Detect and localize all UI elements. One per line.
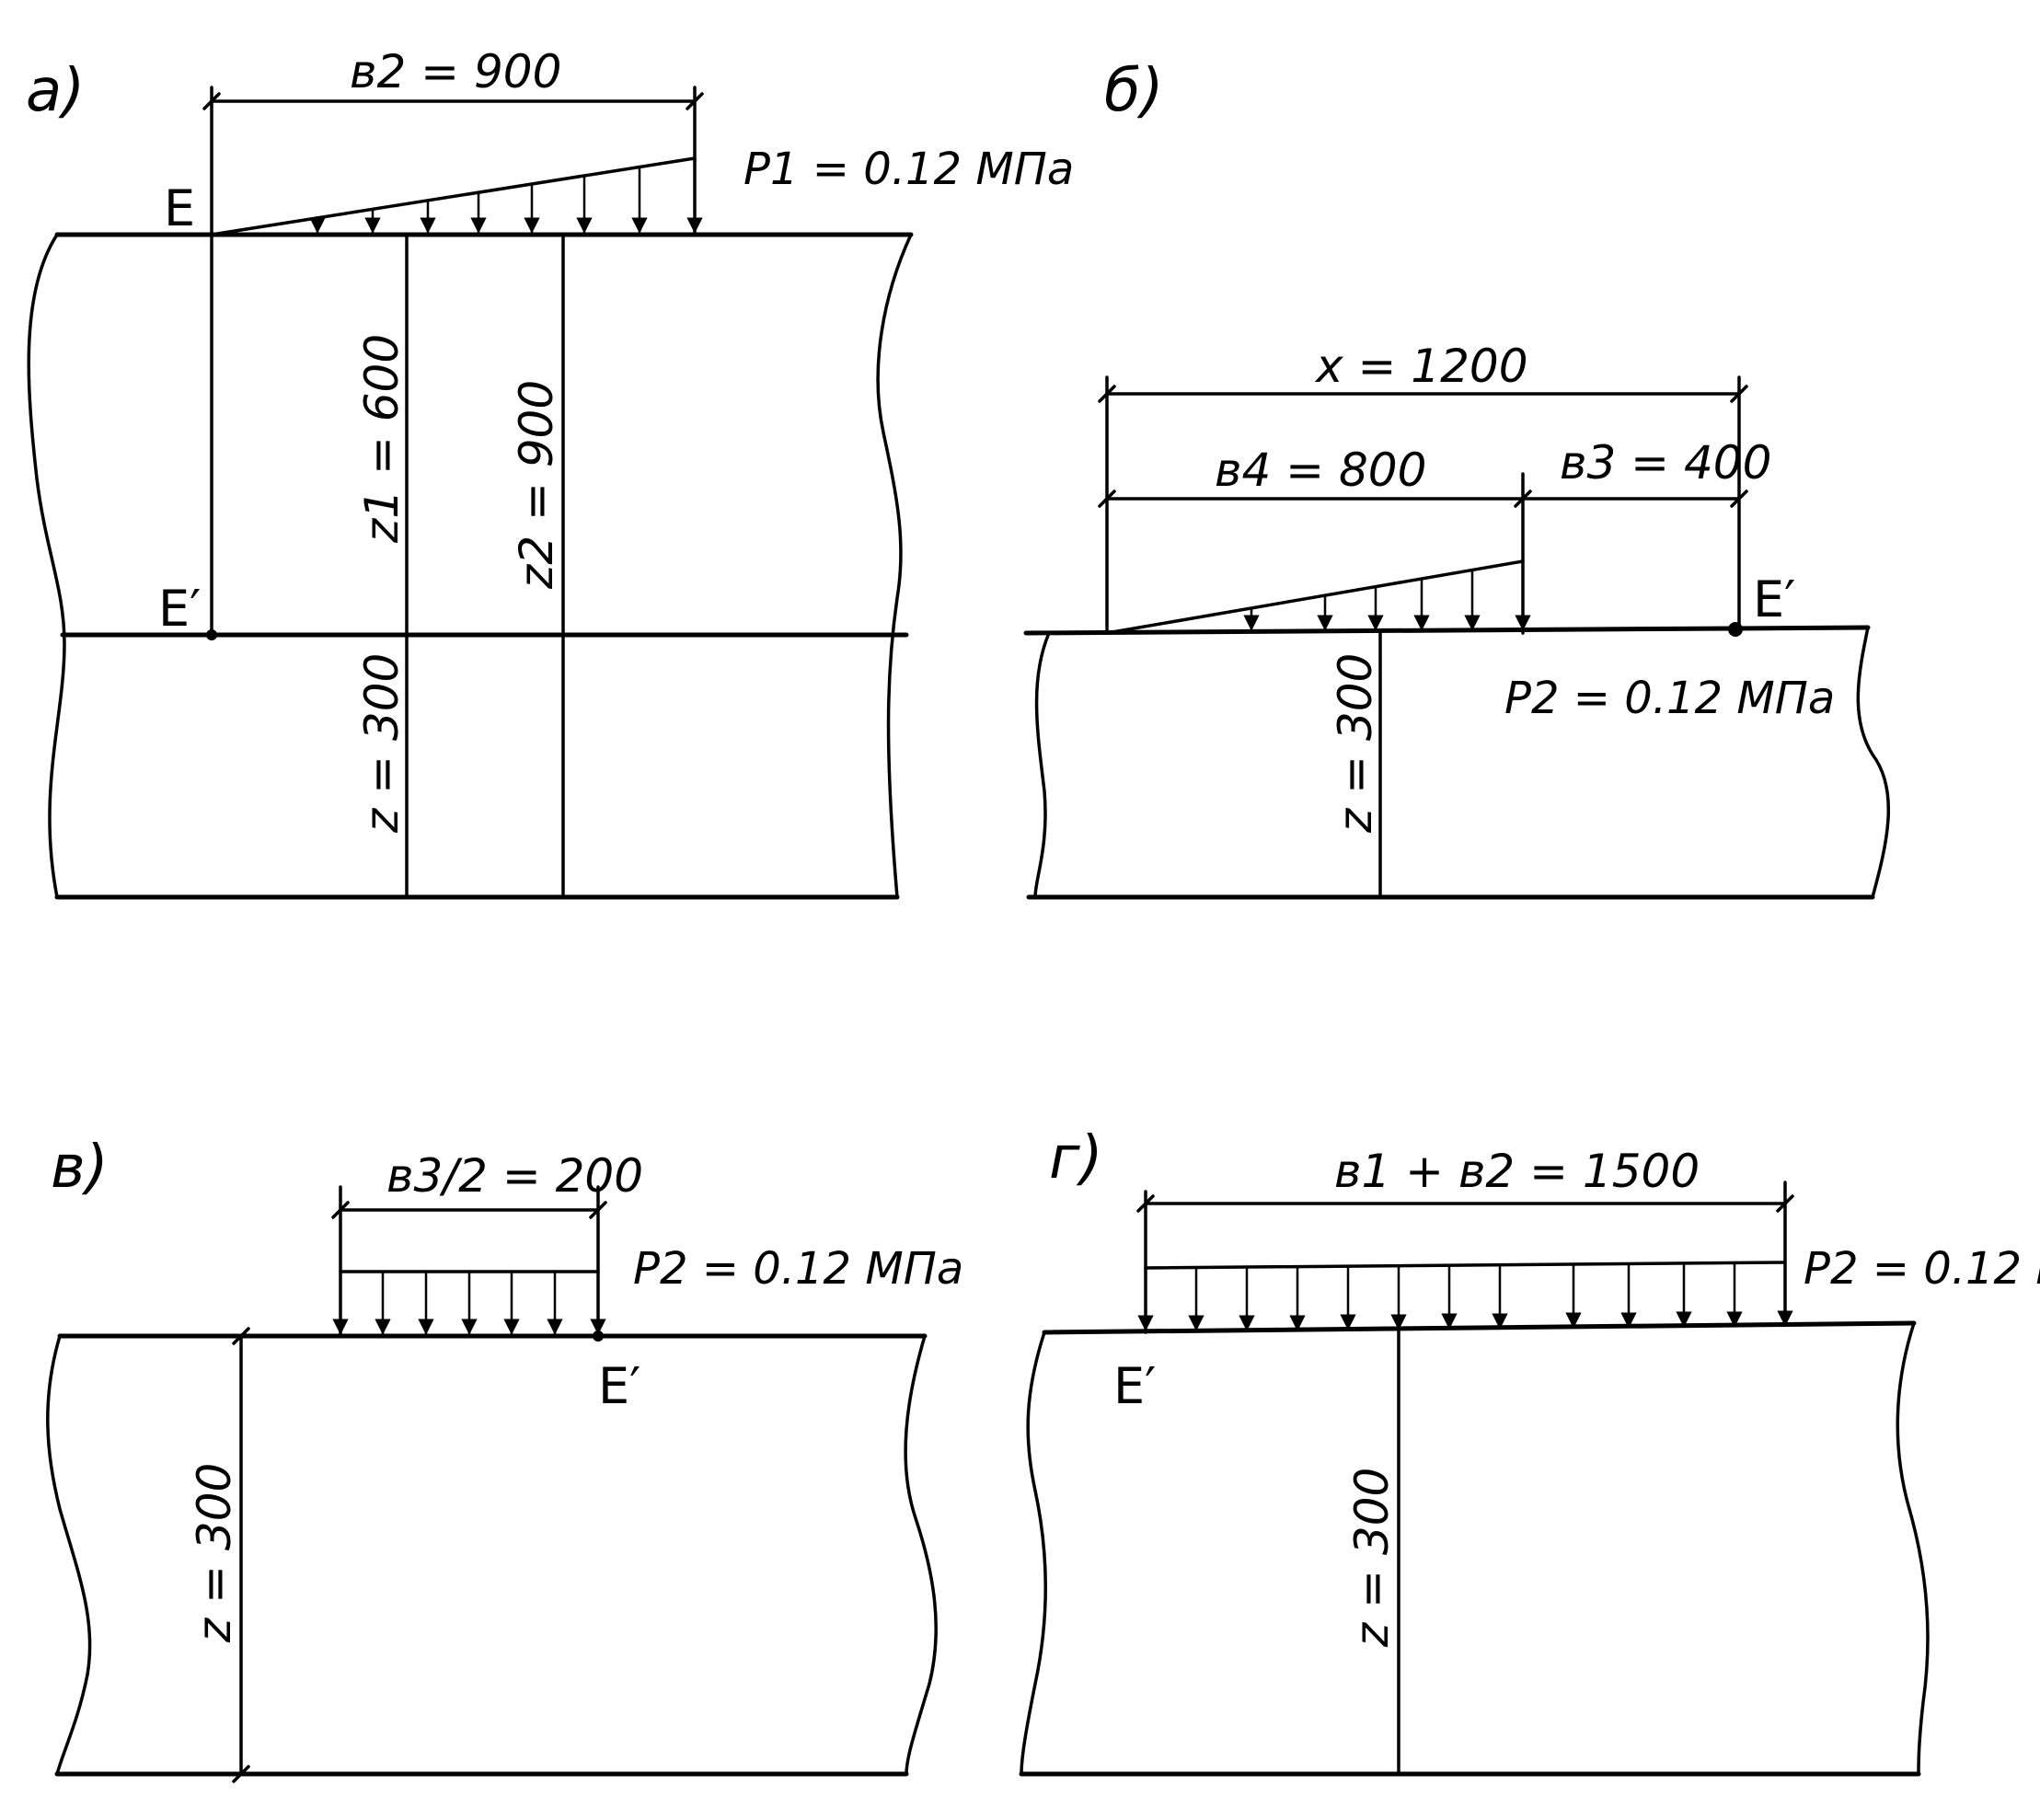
- panel-c-point-e-prime: [593, 1330, 604, 1342]
- panel-d-dim-z: z = 300: [1345, 1468, 1399, 1648]
- panel-d-load-label: P2 = 0.12 МПа: [1804, 1243, 2040, 1295]
- panel-b-dim-x: x = 1200: [1314, 340, 1528, 393]
- panel-b-dim-b4: в4 = 800: [1215, 443, 1426, 497]
- panel-b-point-e-prime-label: E′: [1753, 570, 1795, 628]
- panel-d-load-line: [1144, 1261, 1787, 1270]
- panel-b-point-e-prime: [1728, 622, 1743, 637]
- panel-c-label: в): [51, 1134, 109, 1202]
- panel-c-dim-z-ticks: [232, 1327, 250, 1783]
- panel-b-dim-z: z = 300: [1329, 653, 1382, 834]
- panel-a-point-e-label: E: [164, 179, 195, 237]
- panel-a-point-e-prime: [206, 629, 217, 640]
- panel-b-label: б): [1104, 57, 1163, 125]
- panel-a-left-break: [27, 233, 66, 899]
- panel-c-left-break: [46, 1334, 92, 1776]
- panel-a-point-e-prime-label: E′: [158, 580, 201, 638]
- panel-a: а) в2 = 900 P1 = 0.12 МПа E E′ z1 = 600: [26, 45, 1074, 900]
- panel-b-right-break: [1856, 626, 1890, 899]
- panel-c-dim-z: z = 300: [188, 1463, 241, 1643]
- panel-b: б) x = 1200 в4 = 800 в3 = 400 E′ P2 = 0.…: [1023, 57, 1890, 900]
- panel-a-right-break: [876, 233, 913, 899]
- panel-a-dim-z2: z2 = 900: [510, 380, 563, 590]
- panel-c-right-break: [904, 1334, 938, 1776]
- panel-a-load-triangle: [210, 156, 697, 236]
- panel-d-right-break: [1896, 1321, 1930, 1776]
- panel-b-surface-line: [1023, 625, 1871, 636]
- panel-b-dim-b3: в3 = 400: [1560, 436, 1771, 490]
- panel-a-dim-z: z = 300: [355, 653, 409, 834]
- panel-b-left-break: [1033, 631, 1051, 899]
- panel-d-point-e-prime-label: E′: [1113, 1357, 1156, 1415]
- panel-b-load-label: P2 = 0.12 МПа: [1504, 673, 1835, 724]
- panel-c-point-e-prime-label: E′: [598, 1357, 640, 1415]
- panel-a-load-label: P1 = 0.12 МПа: [743, 144, 1074, 195]
- panel-c-dim-ticks: [331, 1201, 607, 1219]
- panel-a-label: а): [26, 57, 85, 125]
- panel-c-load-label: P2 = 0.12 МПа: [633, 1243, 963, 1295]
- panel-c: в) в3/2 = 200 P2 = 0.12 МПа E′ z = 300: [46, 1134, 963, 1783]
- panel-d-dim-top: в1 + в2 = 1500: [1334, 1145, 1700, 1198]
- panel-d: г) в1 + в2 = 1500 P2 = 0.12 МПа E′ z = 3…: [1019, 1124, 2040, 1777]
- panel-d-left-break: [1020, 1330, 1047, 1776]
- panel-a-dim-z1: z1 = 600: [355, 334, 409, 544]
- panel-a-dim-top: в2 = 900: [350, 45, 561, 98]
- panel-b-load-triangle: [1105, 559, 1525, 635]
- panel-b-dim-b-ticks: [1098, 490, 1748, 508]
- panel-b-dim-x-ticks: [1098, 385, 1748, 403]
- panel-a-dim-ticks: [202, 92, 704, 110]
- panel-c-dim-top: в3/2 = 200: [386, 1149, 643, 1203]
- panel-d-dim-ticks: [1136, 1194, 1794, 1213]
- panel-d-label: г): [1049, 1124, 1103, 1192]
